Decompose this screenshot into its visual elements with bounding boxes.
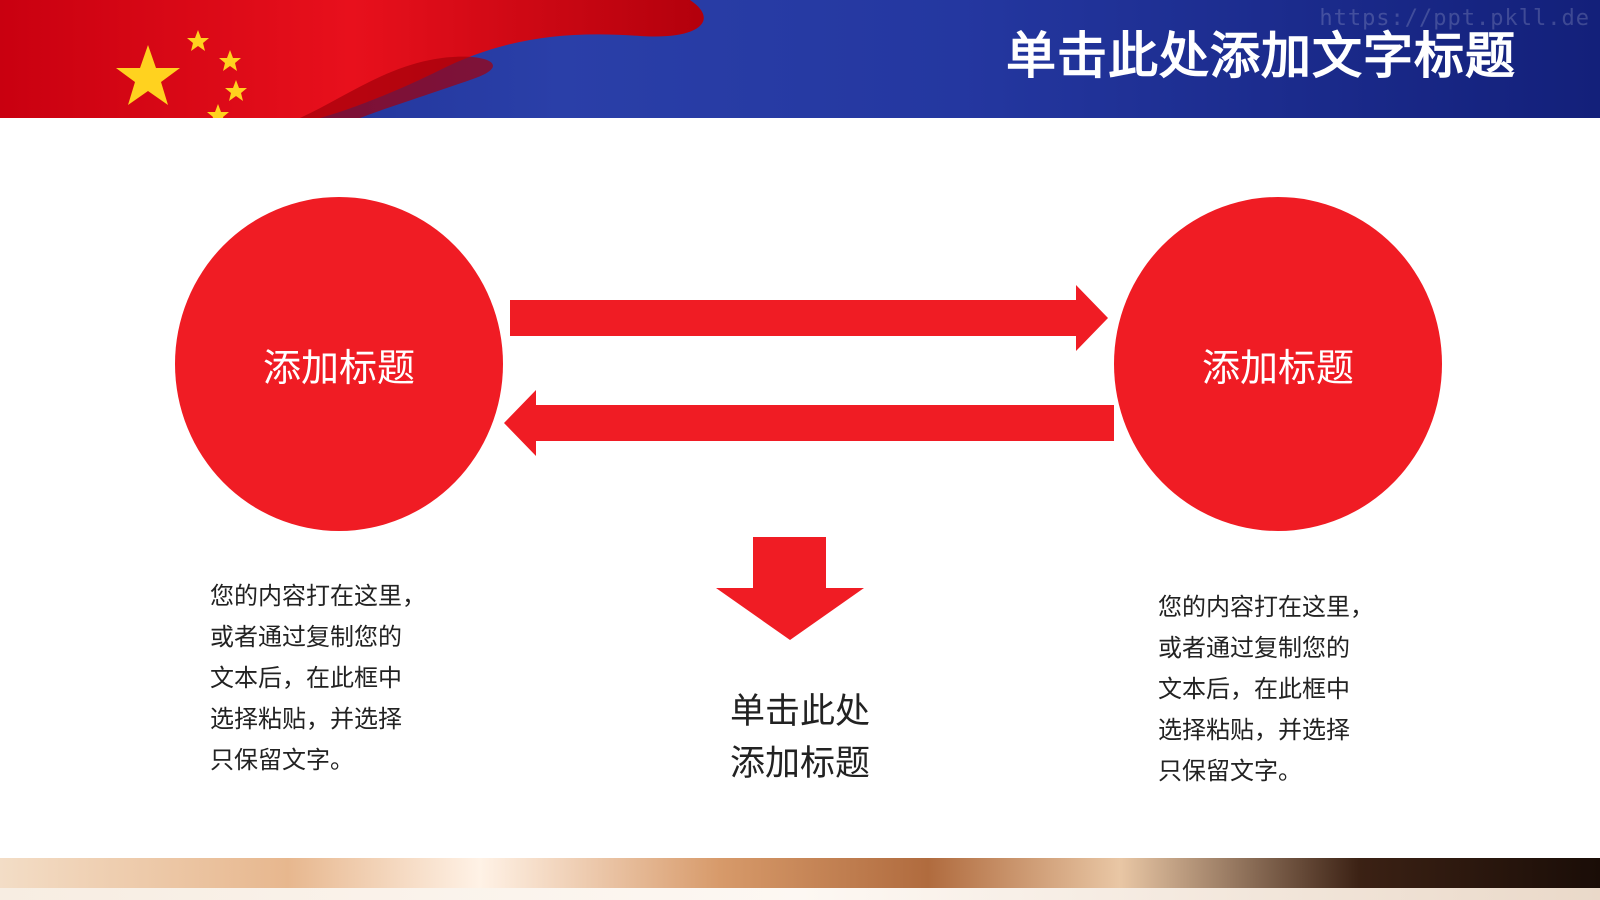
right-node-label: 添加标题: [1201, 345, 1354, 390]
right-circle-node[interactable]: 添加标题: [1114, 197, 1442, 531]
watermark: https://ppt.pkll.de: [1319, 6, 1590, 31]
left-circle-node[interactable]: 添加标题: [175, 197, 503, 531]
flag-banner: [0, 0, 704, 118]
arrow-down-icon: [716, 537, 864, 640]
footer-strip: [0, 888, 1600, 900]
left-description[interactable]: 您的内容打在这里， 或者通过复制您的 文本后，在此框中 选择粘贴，并选择 只保留…: [210, 582, 426, 774]
right-description[interactable]: 您的内容打在这里， 或者通过复制您的 文本后，在此框中 选择粘贴，并选择 只保留…: [1158, 593, 1374, 785]
header-banner: https://ppt.pkll.de 单击此处添加文字标题: [0, 0, 1600, 118]
page-title[interactable]: 单击此处添加文字标题: [1006, 27, 1516, 85]
arrow-left-icon: [504, 390, 1114, 456]
center-title[interactable]: 单击此处 添加标题: [729, 692, 870, 784]
arrow-right-icon: [510, 285, 1108, 351]
flag-icon: [116, 30, 247, 118]
left-node-label: 添加标题: [262, 345, 415, 390]
